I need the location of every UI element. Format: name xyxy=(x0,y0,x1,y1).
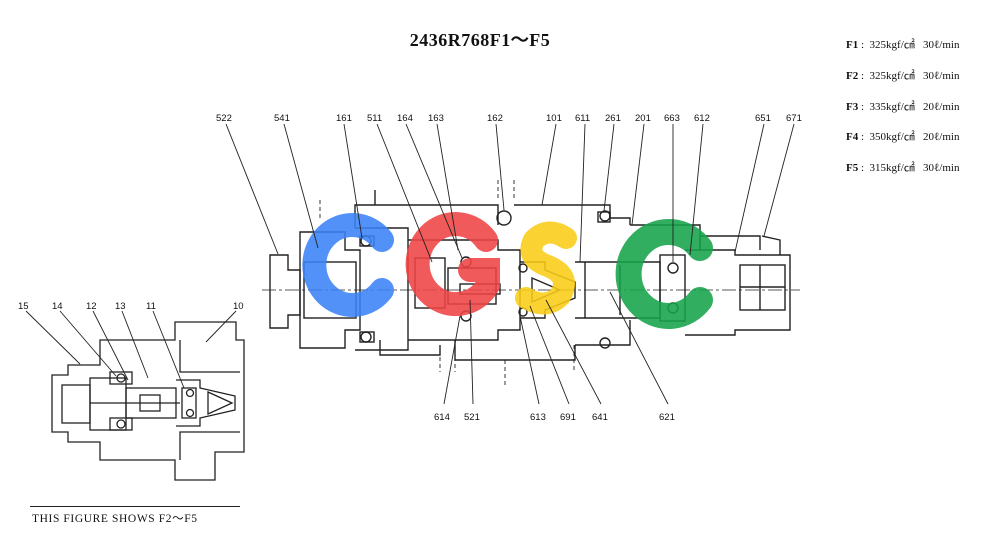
part-label: 671 xyxy=(786,113,802,124)
inset-valve-section xyxy=(51,321,245,481)
watermark-logo xyxy=(302,212,713,329)
main-leader-lines xyxy=(225,123,795,405)
part-label: 201 xyxy=(635,113,651,124)
figure-caption: THIS FIGURE SHOWS F2～F5 xyxy=(32,513,198,525)
part-label: 261 xyxy=(605,113,621,124)
inset-part-labels: 15 14 12 13 11 10 xyxy=(18,301,244,312)
spec-row: F4 : 350kgf/㎠ 20ℓ/min xyxy=(846,131,960,143)
spec-row: F1 : 325kgf/㎠ 30ℓ/min xyxy=(846,39,960,51)
inset-leader-lines xyxy=(25,310,237,389)
part-label: 164 xyxy=(397,113,413,124)
caption-rule xyxy=(30,506,240,507)
spec-row: F2 : 325kgf/㎠ 30ℓ/min xyxy=(846,70,960,82)
main-part-labels: 522 541 161 511 164 163 162 101 611 261 … xyxy=(216,113,802,423)
part-label: 541 xyxy=(274,113,290,124)
part-label: 511 xyxy=(367,113,382,124)
part-label: 10 xyxy=(233,301,244,312)
part-label: 521 xyxy=(464,412,480,423)
drawing-title: 2436R768F1～F5 xyxy=(409,30,551,50)
part-label: 161 xyxy=(336,113,352,124)
part-label: 641 xyxy=(592,412,608,423)
part-label: 691 xyxy=(560,412,576,423)
part-label: 163 xyxy=(428,113,444,124)
watermark-letter xyxy=(302,213,394,317)
watermark-letter xyxy=(515,221,577,315)
part-label: 611 xyxy=(575,113,590,124)
part-label: 15 xyxy=(18,301,29,312)
part-label: 14 xyxy=(52,301,63,312)
spec-row: F5 : 315kgf/㎠ 30ℓ/min xyxy=(846,162,960,174)
part-label: 612 xyxy=(694,113,710,124)
main-valve-section xyxy=(262,180,800,385)
part-label: 12 xyxy=(86,301,97,312)
part-label: 621 xyxy=(659,412,675,423)
watermark-letter xyxy=(405,212,500,317)
spec-row: F3 : 335kgf/㎠ 20ℓ/min xyxy=(846,101,960,113)
part-label: 13 xyxy=(115,301,126,312)
watermark-letter xyxy=(615,219,713,329)
part-label: 614 xyxy=(434,412,450,423)
part-label: 162 xyxy=(487,113,503,124)
part-label: 101 xyxy=(546,113,562,124)
part-label: 11 xyxy=(146,301,156,312)
part-label: 522 xyxy=(216,113,232,124)
part-label: 613 xyxy=(530,412,546,423)
part-label: 663 xyxy=(664,113,680,124)
part-label: 651 xyxy=(755,113,771,124)
